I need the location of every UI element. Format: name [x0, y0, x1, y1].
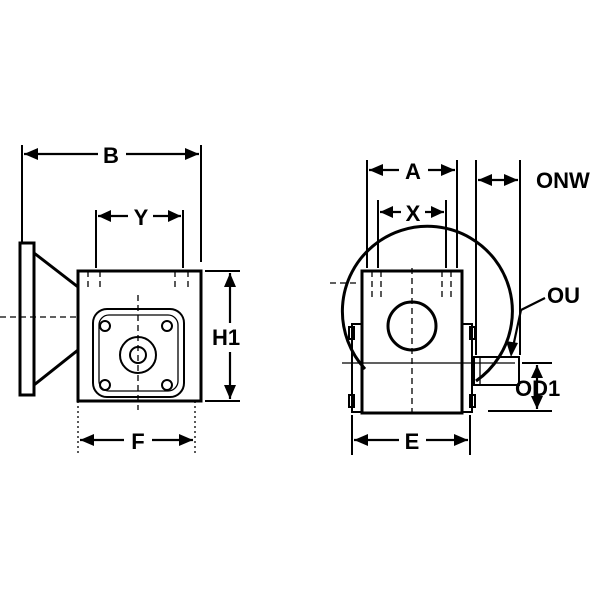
label-e: E [405, 429, 420, 454]
gearbox-body-side [76, 269, 203, 403]
right-flange-strip [461, 323, 473, 413]
flange-bolts [348, 326, 476, 408]
left-flange-strip [351, 323, 363, 413]
leader-ou [506, 297, 546, 357]
label-onw: ONW [536, 168, 590, 193]
label-od1: OD1 [515, 376, 560, 401]
top-tap-hidden-lines [87, 271, 189, 287]
motor-adapter-cone [33, 251, 80, 387]
gear-housing-circle [340, 224, 514, 383]
right-view: A X ONW OU OD1 [330, 159, 590, 455]
top-tap-hidden-lines-front [371, 271, 452, 297]
left-view: B Y H1 F [0, 143, 240, 454]
dimension-a [369, 164, 455, 176]
dimension-x [380, 206, 444, 218]
dimension-h1 [224, 273, 236, 399]
cover-bolts [99, 320, 173, 391]
dimension-onw [478, 174, 518, 186]
label-y: Y [134, 205, 149, 230]
label-a: A [405, 159, 421, 184]
dimension-b [24, 148, 199, 160]
label-x: X [406, 201, 421, 226]
dimension-y [98, 210, 181, 222]
label-f: F [131, 429, 144, 454]
label-h1: H1 [212, 325, 240, 350]
dimension-od1 [531, 365, 543, 409]
dimension-f [80, 434, 193, 446]
label-ou: OU [547, 283, 580, 308]
motor-flange-plate [18, 241, 36, 397]
output-shaft [473, 356, 520, 386]
label-b: B [103, 143, 119, 168]
dimension-e [354, 434, 468, 446]
